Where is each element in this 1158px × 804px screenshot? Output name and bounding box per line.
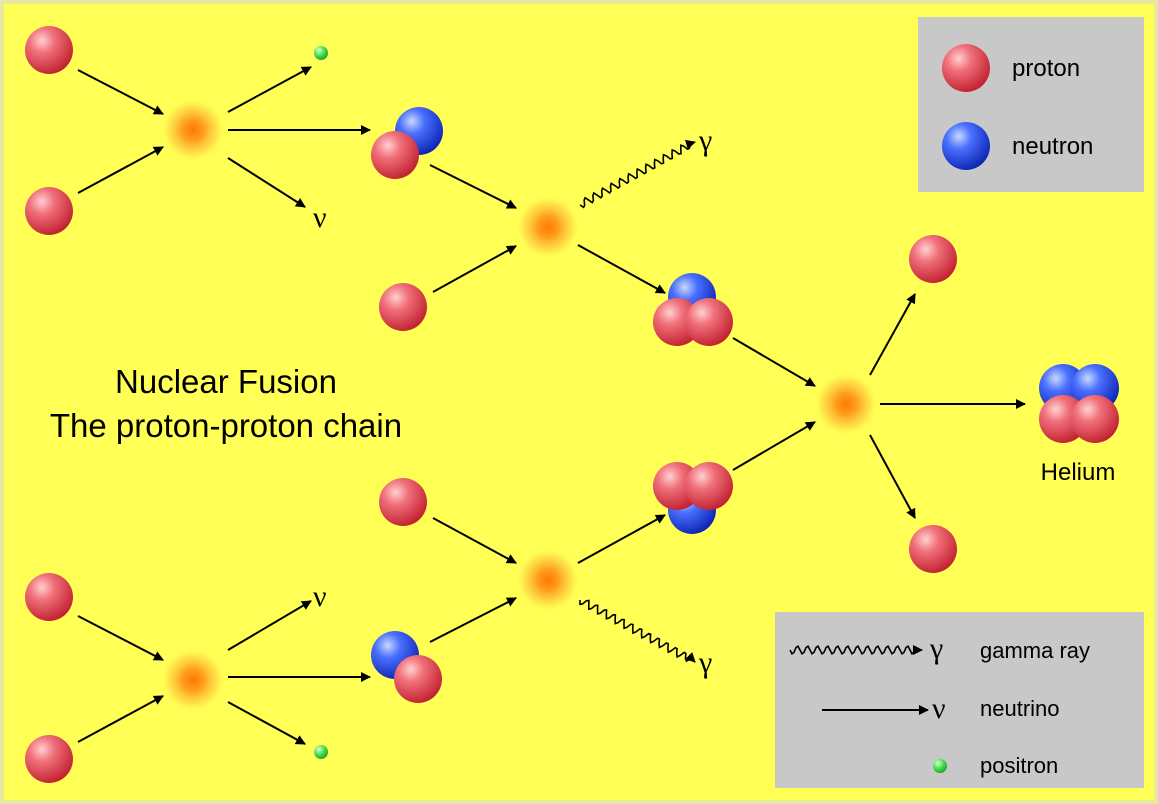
particle-legend-box — [918, 17, 1144, 192]
diagram-title: Nuclear Fusion — [115, 363, 337, 400]
legend-neutron-label: neutron — [1012, 133, 1093, 160]
arrow-fusion1-to-neutrino — [227, 157, 306, 208]
legend-positron-icon — [933, 759, 947, 773]
legend-gamma-symbol: γ — [929, 632, 943, 665]
gamma-symbol-bottom: γ — [698, 646, 712, 679]
arrow-proton-to-fusion-1 — [77, 69, 164, 115]
arrow-deuterium-to-fusion-2 — [429, 164, 517, 209]
arrow-fusion4-to-positron — [227, 701, 306, 745]
arrow-proton-to-fusion-3 — [432, 517, 517, 564]
legend-positron-label: positron — [980, 753, 1058, 778]
diagram-subtitle: The proton-proton chain — [50, 407, 402, 444]
legend-gamma-wave — [789, 645, 923, 656]
arrow-proton-to-fusion-4 — [77, 615, 164, 661]
proton-icon — [25, 735, 73, 783]
proton-icon — [909, 525, 957, 573]
proton-icon — [25, 187, 73, 235]
fusion-glow-icon — [161, 98, 225, 162]
arrow-fusion2-to-helium3 — [577, 244, 666, 294]
proton-icon — [394, 655, 442, 703]
arrow-fusion5-to-proton-bottom — [869, 434, 916, 519]
proton-icon — [1071, 395, 1119, 443]
fusion-glow-icon — [814, 372, 878, 436]
neutrino-symbol-bottom: ν — [313, 580, 327, 613]
gamma-wave-upper — [579, 139, 696, 209]
legend-proton-icon — [942, 44, 990, 92]
process-legend-box — [775, 612, 1144, 788]
arrow-proton-to-fusion-2 — [432, 245, 517, 293]
arrow-fusion1-to-positron — [227, 66, 312, 113]
legend-neutrino-symbol: ν — [932, 692, 946, 725]
fusion-glow-icon — [516, 195, 580, 259]
arrow-helium3b-to-fusion-5 — [732, 421, 816, 471]
proton-icon — [685, 462, 733, 510]
arrow-helium3-to-fusion-5 — [732, 337, 816, 387]
gamma-symbol-top: γ — [698, 124, 712, 157]
arrow-proton-to-fusion-1b — [77, 146, 164, 194]
neutrino-symbol-top: ν — [313, 201, 327, 234]
fusion-glow-icon — [516, 548, 580, 612]
legend-neutrino-label: neutrino — [980, 696, 1060, 721]
proton-icon — [25, 26, 73, 74]
proton-icon — [685, 298, 733, 346]
helium-label: Helium — [1041, 459, 1116, 486]
arrow-deuterium-to-fusion-3 — [429, 597, 517, 643]
positron-icon — [314, 745, 328, 759]
legend-neutron-icon — [942, 122, 990, 170]
arrow-fusion5-to-proton-top — [869, 293, 916, 376]
gamma-ray-arrows — [579, 139, 923, 663]
arrow-fusion3-to-helium3 — [577, 514, 666, 564]
helium3-nucleus-top — [653, 273, 733, 346]
deuterium-nucleus-top — [371, 107, 443, 179]
proton-icon — [25, 573, 73, 621]
proton-icon — [379, 283, 427, 331]
helium3-nucleus-bottom — [653, 462, 733, 534]
positron-icon — [314, 46, 328, 60]
reaction-arrows — [77, 66, 1026, 745]
gamma-wave-lower — [579, 599, 696, 663]
arrow-fusion4-to-neutrino — [227, 600, 312, 651]
legend-gamma-label: gamma ray — [980, 638, 1090, 663]
arrow-proton-to-fusion-4b — [77, 695, 164, 743]
proton-icon — [909, 235, 957, 283]
legend-proton-label: proton — [1012, 55, 1080, 82]
deuterium-nucleus-bottom — [371, 631, 442, 703]
fusion-glow-icon — [161, 648, 225, 712]
proton-icon — [371, 131, 419, 179]
proton-icon — [379, 478, 427, 526]
helium4-nucleus — [1039, 364, 1119, 443]
